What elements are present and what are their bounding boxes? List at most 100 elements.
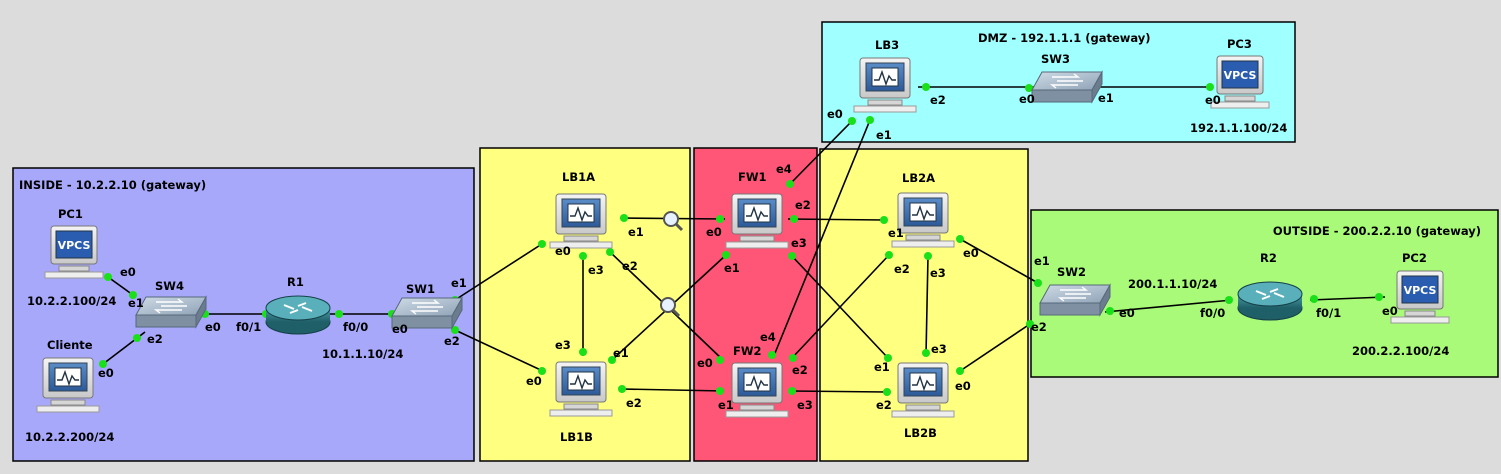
lb1a-node[interactable]	[549, 193, 613, 249]
fw1-node[interactable]	[725, 193, 789, 249]
port-label: e0	[120, 265, 136, 279]
port-dots	[99, 82, 1383, 396]
link-lb2b-sw2[interactable]	[959, 323, 1031, 372]
link-fw1-lb2b[interactable]	[789, 253, 889, 359]
switch-icon	[391, 296, 463, 330]
port-label: e2	[444, 334, 460, 348]
port-label: f0/1	[1316, 306, 1341, 320]
port-label: e0	[1382, 304, 1398, 318]
port-label: e4	[776, 162, 792, 176]
port-label: e1	[724, 261, 740, 275]
lb2b-node[interactable]	[891, 362, 955, 418]
port-label: e1	[1098, 91, 1114, 105]
port-label: e1	[876, 128, 892, 142]
zone-dmz-label: DMZ - 192.1.1.1 (gateway)	[978, 31, 1151, 45]
r1-node[interactable]	[265, 295, 331, 335]
port-label: e3	[791, 236, 807, 250]
port-label: e1	[874, 360, 890, 374]
monitor-icon	[853, 57, 917, 113]
address-pc2: 200.2.2.100/24	[1352, 344, 1449, 358]
port-label: e1	[128, 296, 144, 310]
device-label-fw2: FW2	[733, 344, 762, 358]
port-label: e0	[526, 374, 542, 388]
monitor-icon	[36, 357, 100, 413]
link-fw1-lb3[interactable]	[789, 120, 853, 185]
link-fw2-lb2a[interactable]	[791, 254, 890, 359]
device-label-r1: R1	[287, 275, 304, 289]
sw3-node[interactable]	[1031, 70, 1103, 104]
device-label-sw1: SW1	[406, 282, 435, 296]
port-label: e2	[626, 396, 642, 410]
r2-node[interactable]	[1237, 281, 1303, 321]
port-label: e0	[1205, 93, 1221, 107]
link-fw2-lb3[interactable]	[772, 119, 871, 359]
port-label: e0	[555, 244, 571, 258]
port-label: e0	[98, 366, 114, 380]
link-fw1-lb2a[interactable]	[787, 218, 885, 221]
vpcs-icon: VPCS	[1210, 55, 1270, 109]
sw4-node[interactable]	[135, 295, 207, 329]
device-label-sw2: SW2	[1057, 265, 1086, 279]
address-cliente: 10.2.2.200/24	[25, 430, 114, 444]
lb2a-node[interactable]	[891, 192, 955, 248]
link-fw2-lb2b[interactable]	[789, 390, 888, 393]
port-label: e2	[147, 332, 163, 346]
port-label: f0/0	[1200, 306, 1225, 320]
monitor-icon	[549, 193, 613, 249]
link-sw1-lb1b[interactable]	[454, 329, 546, 373]
pc3-node[interactable]: VPCS	[1210, 55, 1270, 109]
port-label: e3	[931, 342, 947, 356]
port-label: e0	[706, 225, 722, 239]
link-sw1-lb1a[interactable]	[454, 241, 546, 301]
device-label-pc1: PC1	[58, 207, 83, 221]
port-label: e1	[451, 276, 467, 290]
port-label: e1	[718, 398, 734, 412]
capture-icon[interactable]	[663, 211, 684, 232]
sw1-node[interactable]	[391, 296, 463, 330]
cliente-node[interactable]	[36, 357, 100, 413]
link-r2-pc2[interactable]	[1309, 296, 1386, 301]
capture-icon[interactable]	[660, 297, 681, 318]
port-label: e3	[555, 338, 571, 352]
address-pc3: 192.1.1.100/24	[1190, 121, 1287, 135]
fw2-node[interactable]	[725, 362, 789, 418]
links-layer	[102, 86, 1386, 393]
port-label: e0	[827, 107, 843, 121]
port-label: e3	[588, 263, 604, 277]
vpcs-badge: VPCS	[1224, 69, 1257, 82]
port-label: e2	[622, 259, 638, 273]
port-label: e0	[1119, 306, 1135, 320]
vpcs-badge: VPCS	[58, 239, 91, 252]
router-icon	[1237, 281, 1303, 321]
device-label-fw1: FW1	[738, 170, 767, 184]
device-label-r2: R2	[1260, 251, 1277, 265]
lb3-node[interactable]	[853, 57, 917, 113]
device-label-sw4: SW4	[155, 279, 184, 293]
device-label-pc2: PC2	[1402, 251, 1427, 265]
link-lb2a-sw2[interactable]	[959, 238, 1039, 284]
vpcs-badge: VPCS	[1404, 284, 1437, 297]
address-r1: 10.1.1.10/24	[322, 347, 403, 361]
lb1b-node[interactable]	[549, 361, 613, 417]
port-label: e2	[876, 398, 892, 412]
sw2-node[interactable]	[1039, 283, 1111, 317]
device-label-lb2b: LB2B	[904, 426, 937, 440]
device-label-cliente: Cliente	[47, 338, 93, 352]
port-label: e1	[1034, 254, 1050, 268]
device-label-sw3: SW3	[1041, 52, 1070, 66]
device-label-lb3: LB3	[875, 38, 899, 52]
port-label: e2	[1031, 320, 1047, 334]
port-label: f0/0	[343, 320, 368, 334]
pc1-node[interactable]: VPCS	[44, 225, 104, 279]
port-label: e2	[792, 363, 808, 377]
link-pc1-sw4[interactable]	[107, 276, 134, 296]
port-label: e0	[955, 379, 971, 393]
address-r2: 200.1.1.10/24	[1128, 277, 1217, 291]
port-label: e0	[697, 356, 713, 370]
link-lb1b-fw2[interactable]	[621, 388, 725, 392]
link-lb2a-lb2b[interactable]	[925, 255, 929, 356]
link-sw2-r2[interactable]	[1104, 299, 1233, 313]
device-label-pc3: PC3	[1227, 37, 1252, 51]
pc2-node[interactable]: VPCS	[1390, 270, 1450, 324]
